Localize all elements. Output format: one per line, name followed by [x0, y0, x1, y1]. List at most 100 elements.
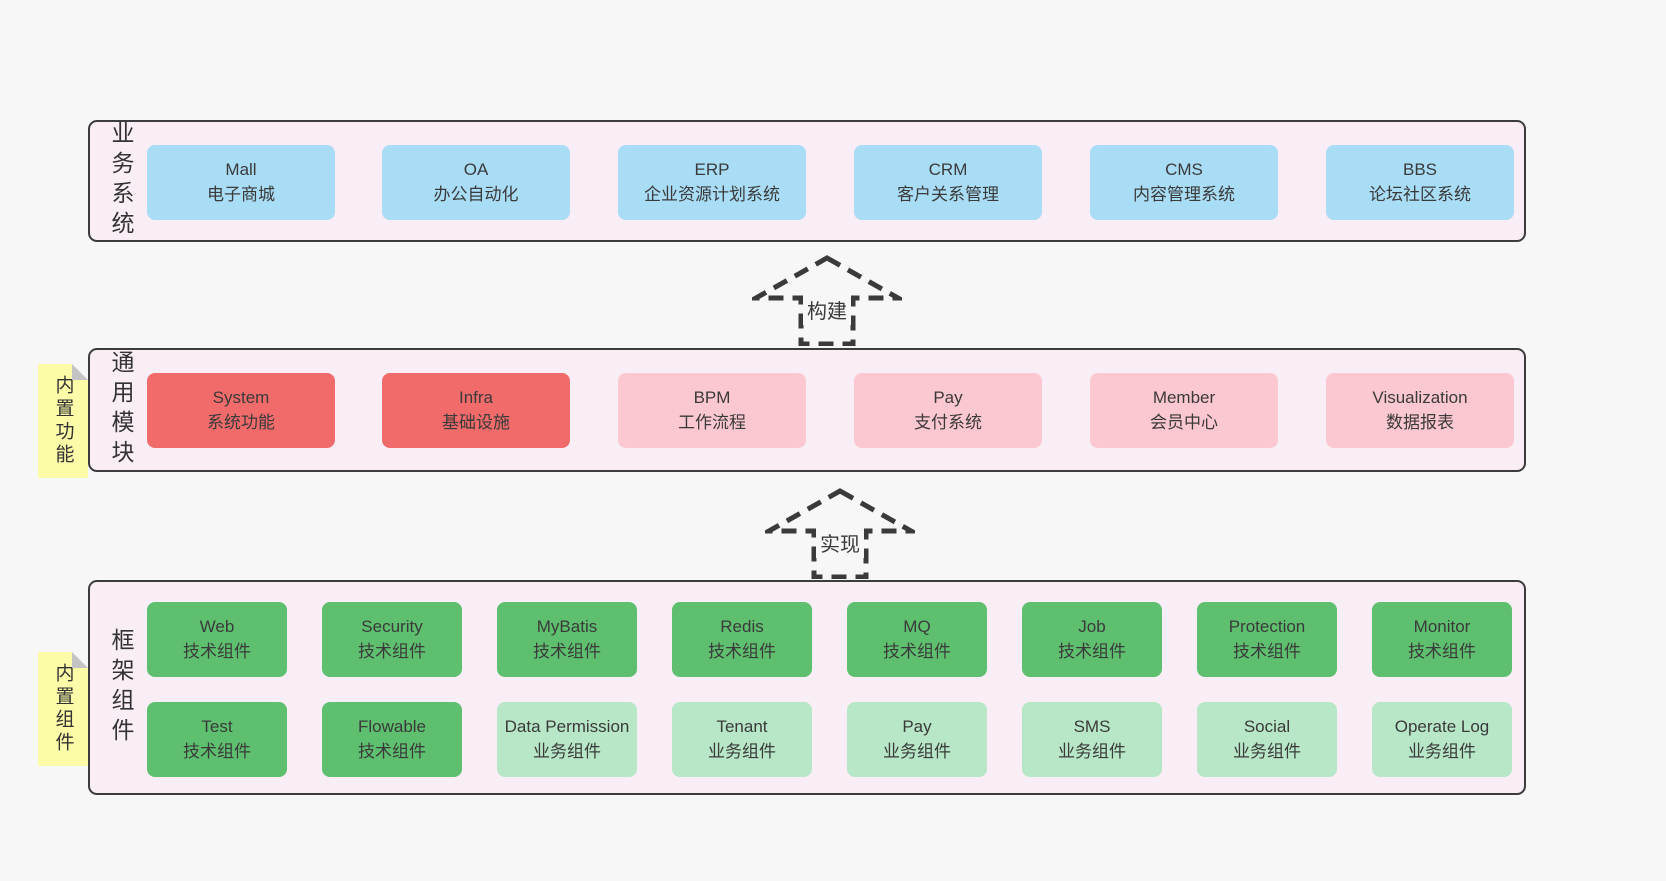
box-flowable-title: Flowable [357, 716, 427, 736]
box-crm-subtitle: 客户关系管理 [897, 184, 999, 204]
sticky-built-in-features: 内置功能 [38, 364, 88, 478]
box-protection-title: Protection [1228, 616, 1306, 636]
box-sms: SMS 业务组件 [1022, 702, 1162, 777]
box-pay-module-subtitle: 支付系统 [914, 412, 982, 432]
box-sms-title: SMS [1073, 716, 1111, 736]
box-data-permission: Data Permission 业务组件 [497, 702, 637, 777]
box-tenant-subtitle: 业务组件 [708, 741, 776, 761]
box-redis-subtitle: 技术组件 [708, 641, 776, 661]
box-monitor-subtitle: 技术组件 [1408, 641, 1476, 661]
band-business-systems-label: 业务系统 [108, 121, 134, 241]
up-block-arrow-icon [765, 488, 915, 579]
box-web-title: Web [199, 616, 235, 636]
box-tenant: Tenant 业务组件 [672, 702, 812, 777]
box-data-permission-subtitle: 业务组件 [533, 741, 601, 761]
box-monitor: Monitor 技术组件 [1372, 602, 1512, 677]
box-test-subtitle: 技术组件 [183, 741, 251, 761]
box-protection: Protection 技术组件 [1197, 602, 1337, 677]
box-job: Job 技术组件 [1022, 602, 1162, 677]
box-redis-title: Redis [720, 616, 764, 636]
box-security-title: Security [361, 616, 423, 636]
box-cms: CMS 内容管理系统 [1090, 145, 1278, 220]
box-visualization-title: Visualization [1372, 387, 1468, 407]
box-mybatis: MyBatis 技术组件 [497, 602, 637, 677]
box-crm-title: CRM [928, 159, 968, 179]
box-bbs: BBS 论坛社区系统 [1326, 145, 1514, 220]
box-visualization: Visualization 数据报表 [1326, 373, 1514, 448]
box-system-subtitle: 系统功能 [207, 412, 275, 432]
box-job-title: Job [1078, 616, 1106, 636]
box-pay-module: Pay 支付系统 [854, 373, 1042, 448]
box-bpm-subtitle: 工作流程 [678, 412, 746, 432]
sticky-built-in-components: 内置组件 [38, 652, 88, 766]
box-social: Social 业务组件 [1197, 702, 1337, 777]
up-block-arrow-icon [752, 255, 902, 346]
box-system-title: System [212, 387, 270, 407]
box-pay-component-title: Pay [902, 716, 932, 736]
box-web: Web 技术组件 [147, 602, 287, 677]
box-infra: Infra 基础设施 [382, 373, 570, 448]
box-mq: MQ 技术组件 [847, 602, 987, 677]
box-bpm: BPM 工作流程 [618, 373, 806, 448]
band-framework-components-label: 框架组件 [108, 627, 134, 748]
band-common-modules: 通用模块 System 系统功能 Infra 基础设施 BPM 工作流程 Pay… [88, 348, 1526, 472]
box-cms-subtitle: 内容管理系统 [1133, 184, 1235, 204]
box-test: Test 技术组件 [147, 702, 287, 777]
box-crm: CRM 客户关系管理 [854, 145, 1042, 220]
build-arrow: 构建 [752, 254, 902, 346]
box-social-subtitle: 业务组件 [1233, 741, 1301, 761]
box-sms-subtitle: 业务组件 [1058, 741, 1126, 761]
box-operate-log-subtitle: 业务组件 [1408, 741, 1476, 761]
box-bbs-subtitle: 论坛社区系统 [1369, 184, 1471, 204]
sticky-built-in-components-label: 内置组件 [52, 663, 74, 755]
box-oa-title: OA [463, 159, 489, 179]
box-monitor-title: Monitor [1413, 616, 1471, 636]
box-erp-title: ERP [694, 159, 730, 179]
box-oa-subtitle: 办公自动化 [433, 184, 519, 204]
box-pay-module-title: Pay [933, 387, 963, 407]
box-operate-log: Operate Log 业务组件 [1372, 702, 1512, 777]
band-framework-components: 框架组件 Web 技术组件 Security 技术组件 MyBatis 技术组件… [88, 580, 1526, 795]
box-mall-title: Mall [225, 159, 257, 179]
box-social-title: Social [1243, 716, 1291, 736]
box-flowable: Flowable 技术组件 [322, 702, 462, 777]
box-mq-subtitle: 技术组件 [883, 641, 951, 661]
box-flowable-subtitle: 技术组件 [358, 741, 426, 761]
box-cms-title: CMS [1165, 159, 1203, 179]
box-member: Member 会员中心 [1090, 373, 1278, 448]
build-arrow-label: 构建 [803, 294, 851, 325]
box-pay-component: Pay 业务组件 [847, 702, 987, 777]
box-redis: Redis 技术组件 [672, 602, 812, 677]
box-erp-subtitle: 企业资源计划系统 [644, 184, 780, 204]
box-system: System 系统功能 [147, 373, 335, 448]
box-mall-subtitle: 电子商城 [207, 184, 275, 204]
box-security: Security 技术组件 [322, 602, 462, 677]
box-member-subtitle: 会员中心 [1150, 412, 1218, 432]
box-member-title: Member [1152, 387, 1216, 407]
box-pay-component-subtitle: 业务组件 [883, 741, 951, 761]
box-test-title: Test [201, 716, 233, 736]
box-infra-title: Infra [458, 387, 494, 407]
sticky-built-in-features-label: 内置功能 [52, 375, 74, 467]
implement-arrow-label: 实现 [816, 527, 864, 558]
implement-arrow: 实现 [765, 487, 915, 579]
box-operate-log-title: Operate Log [1394, 716, 1490, 736]
box-security-subtitle: 技术组件 [358, 641, 426, 661]
box-oa: OA 办公自动化 [382, 145, 570, 220]
box-mybatis-title: MyBatis [536, 616, 598, 636]
box-job-subtitle: 技术组件 [1058, 641, 1126, 661]
box-visualization-subtitle: 数据报表 [1386, 412, 1454, 432]
box-bbs-title: BBS [1402, 159, 1438, 179]
band-common-modules-label: 通用模块 [108, 350, 134, 470]
box-infra-subtitle: 基础设施 [442, 412, 510, 432]
box-bpm-title: BPM [693, 387, 731, 407]
box-mybatis-subtitle: 技术组件 [533, 641, 601, 661]
box-tenant-title: Tenant [716, 716, 768, 736]
box-protection-subtitle: 技术组件 [1233, 641, 1301, 661]
band-business-systems: 业务系统 Mall 电子商城 OA 办公自动化 ERP 企业资源计划系统 CRM… [88, 120, 1526, 242]
box-mq-title: MQ [903, 616, 931, 636]
box-web-subtitle: 技术组件 [183, 641, 251, 661]
box-data-permission-title: Data Permission [504, 716, 630, 736]
box-erp: ERP 企业资源计划系统 [618, 145, 806, 220]
box-mall: Mall 电子商城 [147, 145, 335, 220]
